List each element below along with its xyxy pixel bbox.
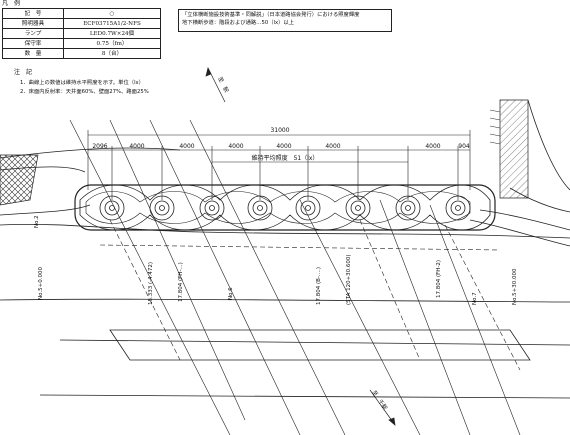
right-wall-hatch [499,99,529,199]
dim-seg-8: 904 [458,143,470,150]
label-no6: No.6 [228,287,234,300]
note-2: 2．床面内反射率：天井面60%、壁面27%、路面25% [20,89,149,95]
legend-value: 0.75（fm） [63,38,161,49]
legend-key: ランプ [2,28,64,39]
dim-seg-4: 4000 [228,143,243,150]
legend-key: 記 号 [2,8,64,19]
label-no5-30: No.5+30.000 [512,268,518,305]
standard-line-2: 地下横断歩道：階段および通路…50（lx）以上 [182,20,294,26]
dim-seg-5: 4000 [276,143,291,150]
right-stair-lines [489,109,501,145]
label-sta-d: 17.804 (FH-2) [436,260,442,298]
legend-row: 数 量 8（台） [2,48,161,59]
note-1: 1．曲線上の数値は維持水平照度を示す。単位（lx） [20,80,144,86]
dim-seg-7: 4000 [425,143,440,150]
isolux-outer [79,184,491,231]
passage-outline [74,184,496,231]
road-lines [0,99,570,303]
label-no2: No.2 [34,215,40,228]
standard-line-1: 「立体横断施設技術基準・同解説」（日本道路協会発行）における照度輝度 [182,12,360,18]
label-direction-top: 至 駅 [216,76,230,94]
legend-value: 8（台） [63,48,161,59]
legend-key: 照明器具 [2,18,64,29]
standard-reference-box: 「立体横断施設技術基準・同解説」（日本道路協会発行）における照度輝度 地下横断歩… [178,9,392,32]
dim-seg-3: 4000 [179,143,194,150]
legend-row: 保守率 0.75（fm） [2,38,161,49]
dim-total: 31000 [270,127,289,134]
label-sta-a: 15.333 (-4.472) [148,262,154,305]
legend-table: 記 号 ○ 照明器具 ECF03715A1/2-NFS ランプ LED0.7W×… [2,8,161,59]
label-direction-bottom: 至 千駅 [370,389,389,412]
legend-row: ランプ LED0.7W×24個 [2,28,161,39]
notes-title: 注 記 [14,69,33,76]
dashed-lines [99,219,521,371]
label-sta-e: (STA 120+30.600) [346,254,352,305]
north-arrow-bottom [369,389,396,426]
legend-row: 記 号 ○ [2,8,161,19]
legend-title: 凡 例 [2,0,21,7]
dimension-lines [87,130,471,200]
luminaires [99,195,471,221]
diagonal-lines [69,119,521,435]
label-sta-c: 17.804 (B-....) [316,267,322,305]
legend-key: 保守率 [2,38,64,49]
isolux-mid [85,191,471,224]
label-sta-b: 17.804 (FH-...) [178,262,184,302]
legend-row: 照明器具 ECF03715A1/2-NFS [2,18,161,29]
left-wall-hatch [0,154,39,206]
illuminance-label: 維持平均照度 51（lx） [252,154,319,162]
dim-seg-2: 4000 [129,143,144,150]
legend-symbol: ○ [63,8,161,19]
north-arrow-top [205,66,226,103]
dim-seg-6: 4000 [325,143,340,150]
label-no5: No.5+0.000 [38,267,44,300]
dim-seg-1: 2096 [92,143,107,150]
legend-key: 数 量 [2,48,64,59]
legend-value: LED0.7W×24個 [63,28,161,39]
bottom-ramp [39,329,570,399]
legend-value: ECF03715A1/2-NFS [63,18,161,29]
label-no7: No.7 [472,292,478,305]
